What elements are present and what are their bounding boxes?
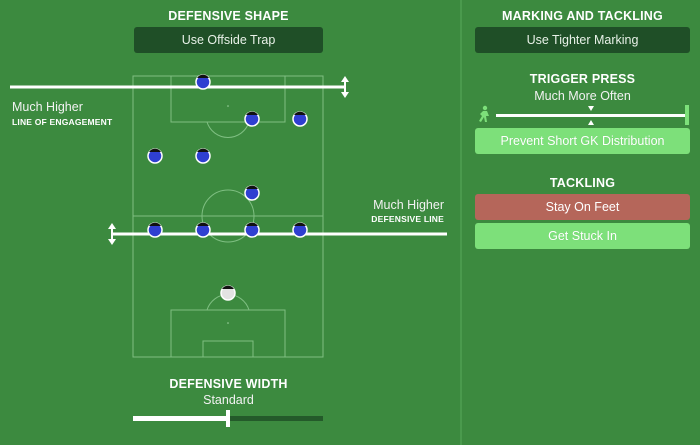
player-goalkeeper[interactable] (220, 285, 236, 301)
player-forward-center[interactable] (244, 111, 260, 127)
pitch-diagram (10, 74, 447, 358)
offside-trap-button[interactable]: Use Offside Trap (134, 27, 323, 53)
engagement-label: LINE OF ENGAGEMENT (12, 117, 113, 127)
player-mid-left[interactable] (147, 148, 163, 164)
player-forward-right[interactable] (292, 111, 308, 127)
center-circle (201, 189, 255, 243)
trigger-press-slider[interactable] (474, 104, 692, 126)
player-defender-left[interactable] (147, 222, 163, 238)
get-stuck-in-button[interactable]: Get Stuck In (475, 223, 690, 249)
defensive-width-title: DEFENSIVE WIDTH (169, 377, 288, 391)
defensive-width-fill (133, 416, 228, 421)
trigger-press-value: Much More Often (534, 89, 631, 103)
pressing-player-icon (479, 105, 489, 122)
trigger-press-handle (685, 105, 689, 125)
player-striker[interactable] (195, 74, 211, 90)
defensive-line-arrow-up-down-icon[interactable] (108, 223, 116, 245)
bottom-goal-box (202, 340, 254, 358)
trigger-press-track (496, 114, 688, 117)
engagement-value: Much Higher (12, 100, 83, 114)
marking-title: MARKING AND TACKLING (502, 9, 663, 23)
panel-divider (460, 0, 462, 445)
defensive-width-value: Standard (203, 393, 254, 407)
prevent-gk-distribution-button[interactable]: Prevent Short GK Distribution (475, 128, 690, 154)
stay-on-feet-button[interactable]: Stay On Feet (475, 194, 690, 220)
trigger-press-title: TRIGGER PRESS (529, 72, 636, 86)
player-defender-right[interactable] (292, 222, 308, 238)
trigger-press-default-marker (588, 106, 594, 125)
top-penalty-arc (206, 121, 250, 138)
top-penalty-spot (227, 105, 229, 107)
player-mid-center[interactable] (195, 148, 211, 164)
defensive-width-handle[interactable] (226, 410, 230, 427)
defensive-line-label: DEFENSIVE LINE (371, 214, 444, 224)
player-defensive-mid[interactable] (244, 185, 260, 201)
tackling-title: TACKLING (549, 176, 616, 190)
bottom-penalty-box (170, 309, 286, 358)
tighter-marking-button[interactable]: Use Tighter Marking (475, 27, 690, 53)
defensive-width-slider[interactable] (133, 410, 323, 427)
player-defender-center-left[interactable] (195, 222, 211, 238)
bottom-penalty-spot (227, 322, 229, 324)
defensive-shape-title: DEFENSIVE SHAPE (168, 9, 289, 23)
defensive-line-value: Much Higher (373, 198, 444, 212)
engagement-arrow-up-down-icon[interactable] (341, 76, 349, 98)
player-defender-center-right[interactable] (244, 222, 260, 238)
top-penalty-box (170, 75, 286, 123)
